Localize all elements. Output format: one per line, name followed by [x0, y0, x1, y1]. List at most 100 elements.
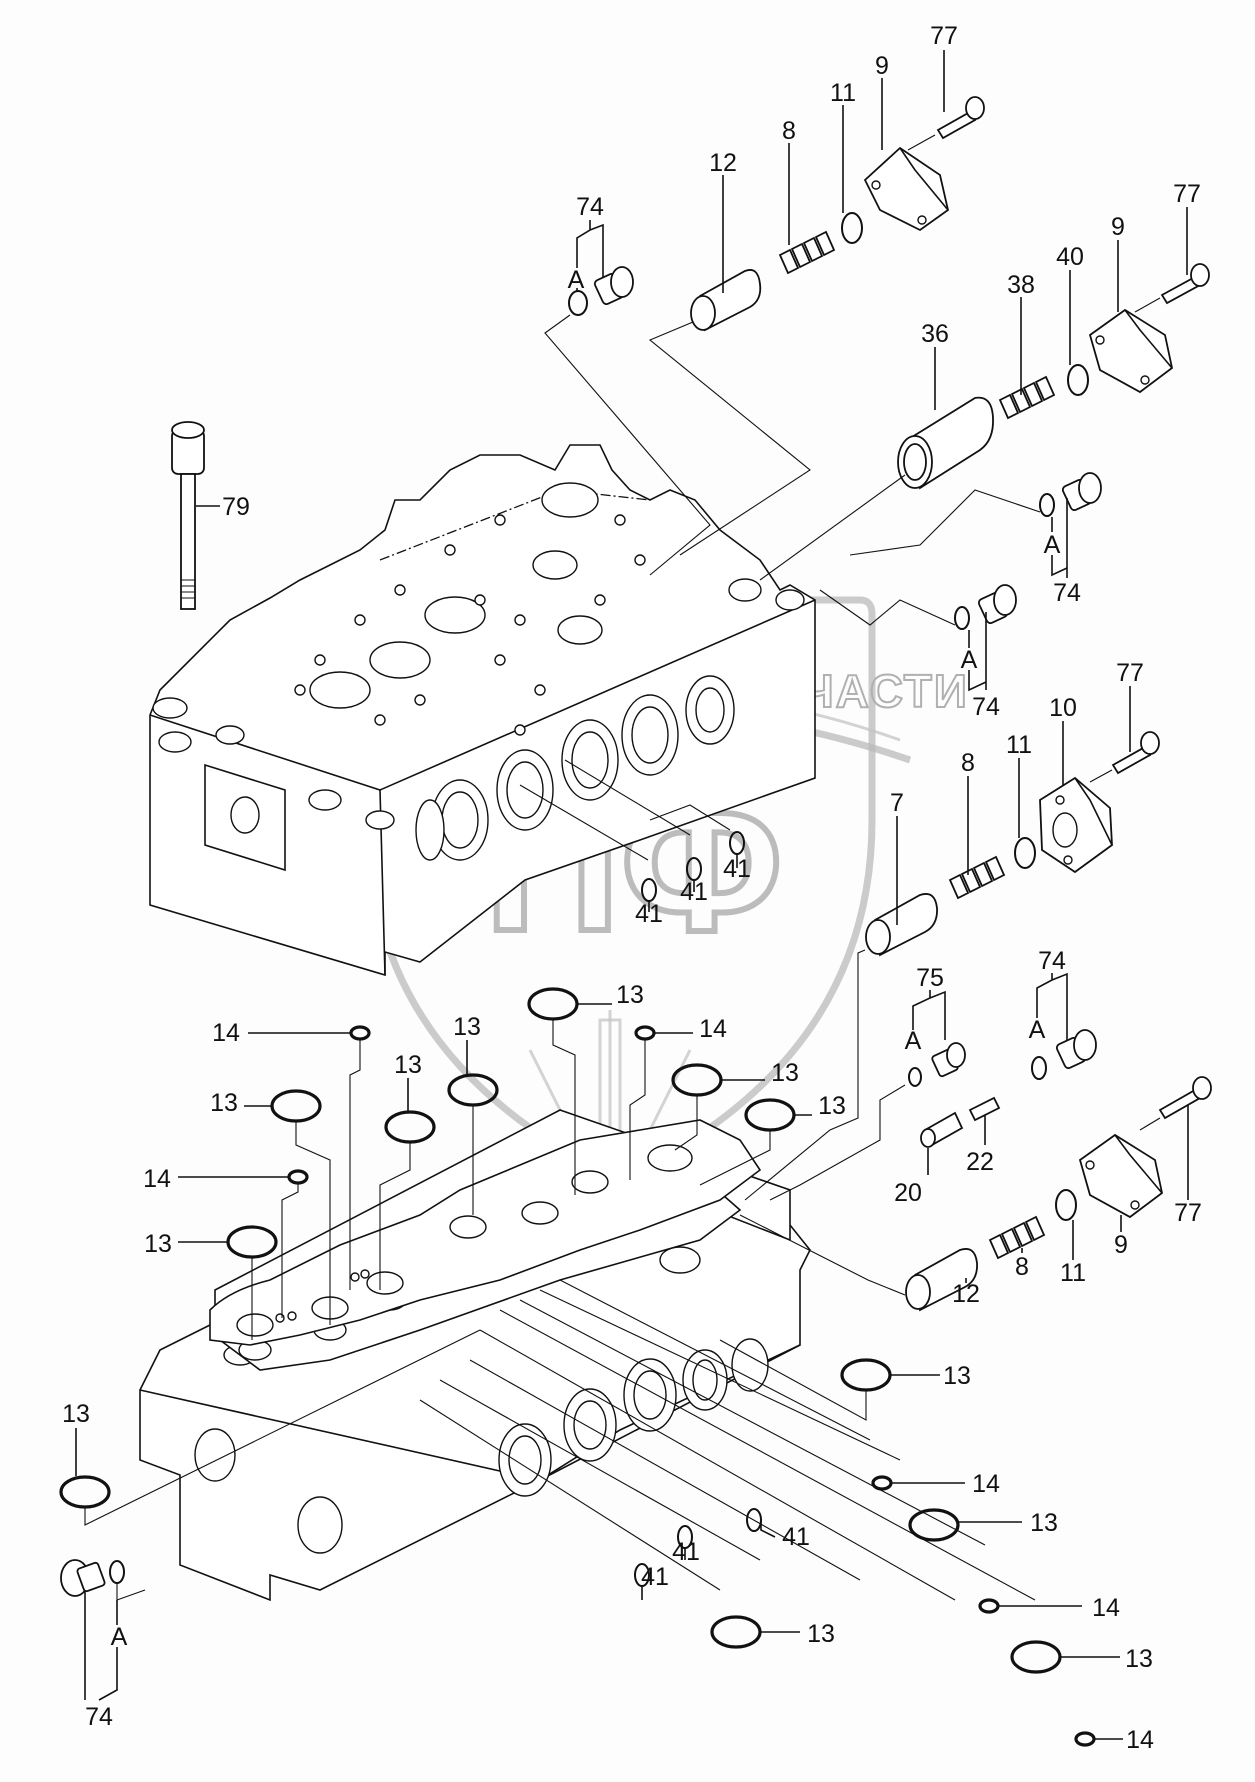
- assembly-lines: [84, 314, 1041, 1601]
- callout-label: 13: [453, 1013, 481, 1041]
- bolt-79-icon: [152, 421, 205, 719]
- callout-label: 75: [916, 964, 944, 992]
- callout-label: A: [1029, 1016, 1046, 1044]
- spool-7-icon: [865, 893, 938, 957]
- plug-74-icon: [593, 266, 634, 306]
- o-ring-14-icon: [287, 1169, 309, 1185]
- o-ring-13-icon: [1010, 1640, 1062, 1674]
- callout-label: 13: [144, 1230, 172, 1258]
- o-ring-13-icon: [744, 1098, 796, 1132]
- o-ring-40-icon: [1067, 364, 1089, 396]
- o-ring-14-icon: [349, 1025, 371, 1041]
- callout-label: A: [568, 266, 585, 294]
- o-ring-13-icon: [59, 1475, 111, 1509]
- spring-8-icon: [778, 230, 836, 275]
- callout-label: 38: [1007, 271, 1035, 299]
- callout-label: 74: [1038, 947, 1066, 975]
- callout-label: 13: [943, 1362, 971, 1390]
- bolt-77-icon: [907, 96, 985, 151]
- callout-label: A: [961, 646, 978, 674]
- o-ring-a5-icon: [1031, 1056, 1047, 1080]
- callout-label: 13: [210, 1089, 238, 1117]
- spring-22-icon: [968, 1096, 1001, 1122]
- spool-12-icon: [690, 269, 762, 332]
- callout-label: 11: [1060, 1259, 1086, 1287]
- callout-label: 22: [966, 1148, 994, 1176]
- callout-label: A: [111, 1623, 128, 1651]
- callout-label: 9: [1114, 1231, 1128, 1259]
- callout-label: 14: [699, 1015, 727, 1043]
- part-group-plugs-right: [954, 472, 1102, 630]
- callout-label: 13: [616, 981, 644, 1009]
- callout-label: 74: [1053, 579, 1081, 607]
- o-ring-13-icon: [384, 1110, 436, 1144]
- callout-label: 8: [782, 117, 796, 145]
- callout-label: 79: [222, 493, 250, 521]
- callout-label: 41: [635, 900, 663, 928]
- part-group-row2: [897, 263, 1210, 490]
- callout-label: 77: [1174, 1199, 1202, 1227]
- callout-label: 74: [85, 1703, 113, 1731]
- o-ring-11c-icon: [1055, 1189, 1077, 1221]
- callout-label: 13: [1125, 1645, 1153, 1673]
- plug-74c-icon: [977, 584, 1017, 625]
- bolt-77b-icon: [1134, 263, 1210, 313]
- callout-label: 41: [723, 855, 751, 883]
- o-ring-13-icon: [908, 1508, 960, 1542]
- spring-8c-icon: [988, 1215, 1046, 1260]
- o-ring-a3-icon: [954, 606, 970, 630]
- o-ring-14-icon: [634, 1025, 656, 1041]
- callout-label: 14: [1092, 1594, 1120, 1622]
- plug-74d-icon: [1055, 1029, 1097, 1070]
- plug-74e-icon: [60, 1559, 125, 1597]
- o-ring-a-icon: [568, 290, 588, 316]
- callout-label: 74: [576, 193, 604, 221]
- part-group-row4: [905, 1029, 1212, 1312]
- upper-body-top-holes: [158, 482, 805, 830]
- callout-label: 77: [1173, 180, 1201, 208]
- callout-label: A: [1044, 531, 1061, 559]
- o-ring-14-icon: [871, 1475, 893, 1491]
- callout-leaders: [75, 50, 1189, 1740]
- o-ring-13-icon: [226, 1225, 278, 1259]
- bolt-77d-icon: [1139, 1076, 1212, 1131]
- o-ring-13-icon: [710, 1615, 762, 1649]
- callout-label: 11: [830, 79, 856, 107]
- seal-plate: [209, 1119, 762, 1346]
- callout-label: 41: [680, 878, 708, 906]
- callout-labels: 77 9 11 8 12 74 A 77 9 40 38 36 79 A 74 …: [62, 22, 1202, 1754]
- o-ring-11b-icon: [1014, 837, 1036, 869]
- bolt-77c-icon: [1089, 731, 1160, 783]
- o-ring-a2-icon: [1039, 493, 1055, 517]
- callout-label: 13: [62, 1400, 90, 1428]
- cover-9-icon: [863, 146, 950, 232]
- callout-label: 36: [921, 320, 949, 348]
- callout-label: 13: [1030, 1509, 1058, 1537]
- callout-label: 10: [1049, 694, 1077, 722]
- callout-label: 41: [672, 1538, 700, 1566]
- callout-label: 77: [1116, 659, 1144, 687]
- callout-label: 14: [212, 1019, 240, 1047]
- callout-label: 7: [890, 789, 904, 817]
- o-ring-11-icon: [841, 212, 863, 244]
- cover-9c-icon: [1078, 1133, 1163, 1219]
- upper-body-ports: [415, 675, 735, 861]
- plug-75-icon: [931, 1042, 966, 1078]
- o-ring-14-icon: [978, 1598, 1000, 1614]
- callout-label: 13: [818, 1092, 846, 1120]
- callout-label: 77: [930, 22, 958, 50]
- upper-valve-body: [149, 444, 816, 977]
- callout-label: A: [905, 1027, 922, 1055]
- o-ring-13-icon: [270, 1089, 322, 1123]
- callout-label: 14: [143, 1165, 171, 1193]
- spring-38-icon: [998, 375, 1056, 420]
- callout-label: 41: [782, 1523, 810, 1551]
- part-group-row1: [568, 96, 985, 332]
- callout-label: 9: [875, 52, 889, 80]
- callout-label: 41: [641, 1563, 669, 1591]
- callout-label: 13: [771, 1059, 799, 1087]
- callout-label: 13: [807, 1620, 835, 1648]
- poppet-20-icon: [920, 1111, 964, 1148]
- callout-label: 8: [961, 749, 975, 777]
